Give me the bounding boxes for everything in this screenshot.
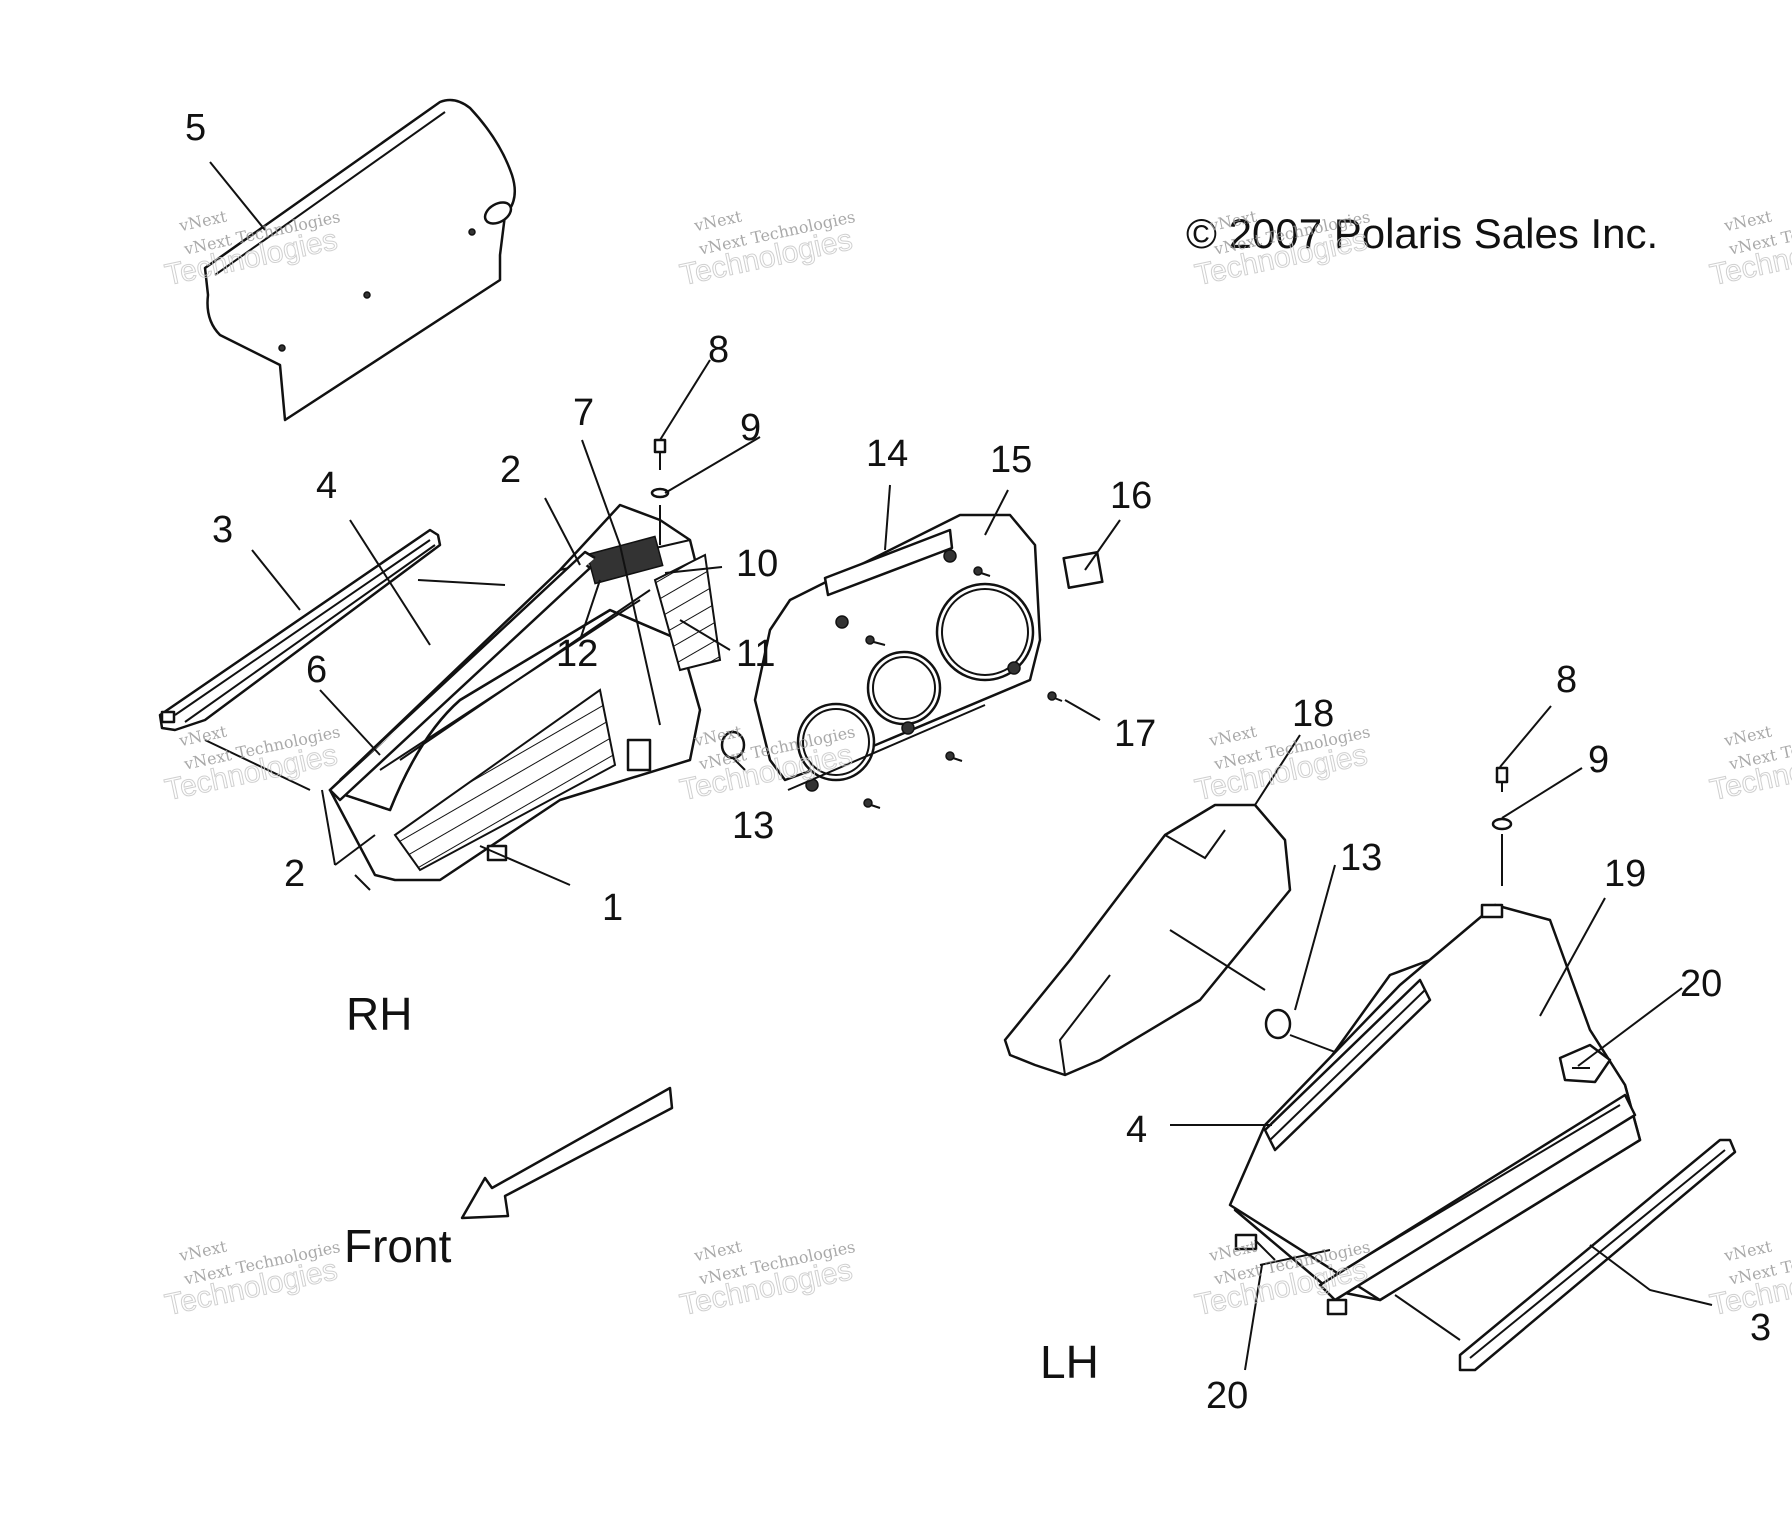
callout-13-lh: 13 — [1340, 837, 1382, 879]
front-direction-arrow — [460, 1086, 674, 1220]
callout-20-top: 20 — [1680, 963, 1722, 1005]
part-8-9-bolt-rh — [650, 438, 670, 545]
callout-13-rh: 13 — [732, 805, 774, 847]
callout-7: 7 — [573, 392, 594, 434]
part-15-instrument-plate — [753, 513, 1042, 792]
rh-label: RH — [346, 988, 412, 1040]
part-19-lh-panel — [1228, 903, 1642, 1316]
callout-9-rh: 9 — [740, 407, 761, 449]
copyright-notice: © 2007 Polaris Sales Inc. — [1186, 210, 1658, 257]
part-8-9-bolt-lh — [1491, 766, 1513, 886]
part-3-trim-rh — [158, 528, 442, 732]
part-14-strip — [823, 528, 954, 597]
callout-6: 6 — [306, 649, 327, 691]
callout-17: 17 — [1114, 713, 1156, 755]
callout-4: 4 — [316, 465, 337, 507]
lh-label: LH — [1040, 1336, 1099, 1388]
callout-2-bottom: 2 — [284, 853, 305, 895]
callout-18: 18 — [1292, 693, 1334, 735]
part-1-rh-panel — [328, 503, 722, 891]
part-18-lh-shield — [1003, 803, 1292, 1077]
part-5-panel — [203, 98, 517, 422]
callout-9-lh: 9 — [1588, 739, 1609, 781]
callout-11: 11 — [736, 633, 775, 675]
callout-1: 1 — [602, 887, 623, 929]
part-16-decal — [1062, 551, 1104, 589]
leader-lines — [204, 161, 1713, 1371]
callout-16: 16 — [1110, 475, 1152, 517]
callout-12: 12 — [556, 633, 598, 675]
callout-14: 14 — [866, 433, 908, 475]
callout-4-lh: 4 — [1126, 1109, 1147, 1151]
front-label: Front — [344, 1220, 452, 1272]
part-3-trim-lh — [1458, 1138, 1737, 1372]
callout-2-top: 2 — [500, 449, 521, 491]
part-13-grommet-lh — [1264, 1008, 1336, 1053]
callout-19: 19 — [1604, 853, 1646, 895]
callout-10: 10 — [736, 543, 778, 585]
part-6-strip — [328, 550, 596, 802]
part-17-screws — [863, 566, 1063, 809]
callout-15: 15 — [990, 439, 1032, 481]
callout-labels: 5 3 4 2 7 8 9 10 11 12 6 2 1 13 14 15 16… — [185, 107, 1771, 1417]
callout-8-rh: 8 — [708, 329, 729, 371]
callout-5: 5 — [185, 107, 206, 149]
callout-20-bottom: 20 — [1206, 1375, 1248, 1417]
callout-3-lh: 3 — [1750, 1307, 1771, 1349]
callout-8-lh: 8 — [1556, 659, 1577, 701]
callout-3: 3 — [212, 509, 233, 551]
